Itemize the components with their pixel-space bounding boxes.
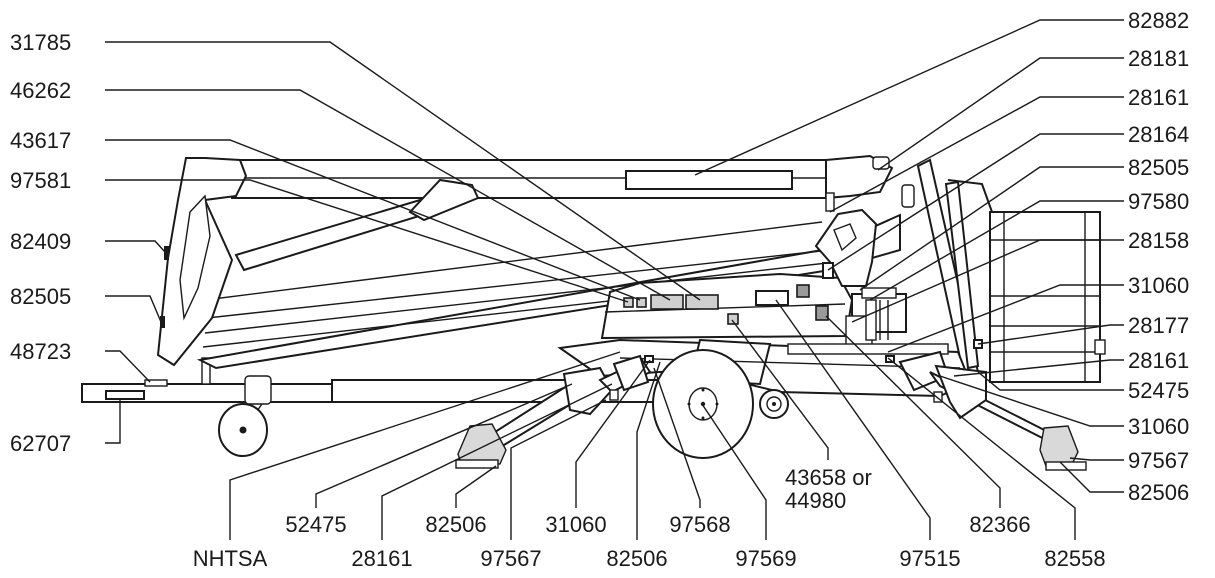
turret-decal-h <box>727 313 739 325</box>
label-62707: 62707 <box>10 431 71 456</box>
jib-knuckle <box>156 157 248 367</box>
main-wheel <box>652 349 754 459</box>
label-82506-bottom-a: 82506 <box>425 512 486 537</box>
label-52475-right: 52475 <box>1128 378 1189 403</box>
jockey-wheel <box>218 403 268 457</box>
labels-right: 82882 28181 28161 28164 82505 97580 2815… <box>1128 8 1189 505</box>
label-28177: 28177 <box>1128 313 1189 338</box>
label-97567-right: 97567 <box>1128 448 1189 473</box>
label-31060-right-b: 31060 <box>1128 414 1189 439</box>
turret-decal-e <box>755 290 789 306</box>
label-82506-right: 82506 <box>1128 480 1189 505</box>
riser-decal <box>822 262 834 279</box>
label-31060-right-a: 31060 <box>1128 273 1189 298</box>
outrigger-front-left <box>598 354 652 401</box>
label-52475-bottom: 52475 <box>285 512 346 537</box>
leader-lines <box>105 19 1124 540</box>
label-48723: 48723 <box>10 339 71 364</box>
label-43617: 43617 <box>10 128 71 153</box>
label-97568: 97568 <box>669 512 730 537</box>
label-82366: 82366 <box>969 512 1030 537</box>
boom-lift-illustration <box>81 154 1106 471</box>
turret-decal-d <box>636 297 647 308</box>
boom-strut <box>234 178 480 272</box>
turret-cowl <box>600 272 854 340</box>
label-46262: 46262 <box>10 78 71 103</box>
label-44980: 44980 <box>785 488 846 513</box>
label-nhtsa: NHTSA <box>193 546 268 571</box>
labels-left: 31785 46262 43617 97581 82409 82505 4872… <box>10 30 71 456</box>
decals <box>105 170 983 400</box>
label-28164: 28164 <box>1128 122 1189 147</box>
boom-decal <box>625 170 793 190</box>
label-82505-right: 82505 <box>1128 155 1189 180</box>
turret-decal-a <box>650 294 684 310</box>
label-97581: 97581 <box>10 168 71 193</box>
label-28161-right: 28161 <box>1128 348 1189 373</box>
label-82409: 82409 <box>10 229 71 254</box>
label-31785: 31785 <box>10 30 71 55</box>
label-28158: 28158 <box>1128 228 1189 253</box>
label-82558: 82558 <box>1044 546 1105 571</box>
label-97567-bottom: 97567 <box>480 546 541 571</box>
label-82505-left: 82505 <box>10 284 71 309</box>
label-28161-top: 28161 <box>1128 85 1189 110</box>
label-97515: 97515 <box>899 546 960 571</box>
turret-decal-f <box>796 284 810 298</box>
turret-decal-g <box>815 305 829 321</box>
tow-bar-decal <box>105 390 145 400</box>
label-97580: 97580 <box>1128 189 1189 214</box>
label-82882: 82882 <box>1128 8 1189 33</box>
label-31060-bottom: 31060 <box>545 512 606 537</box>
turret-decal-c <box>623 297 634 308</box>
label-28161-bottom: 28161 <box>351 546 412 571</box>
label-43658-or: 43658 or <box>785 465 872 490</box>
labels-bottom: 52475 82506 31060 97568 43658 or 44980 8… <box>193 465 1106 571</box>
turret-decal-b <box>685 294 719 310</box>
label-28181: 28181 <box>1128 46 1189 71</box>
platform-arm <box>916 158 980 378</box>
label-82506-bottom-b: 82506 <box>606 546 667 571</box>
drive-wheel <box>759 389 789 419</box>
label-97569: 97569 <box>735 546 796 571</box>
outrigger-rear-right <box>929 364 1087 471</box>
